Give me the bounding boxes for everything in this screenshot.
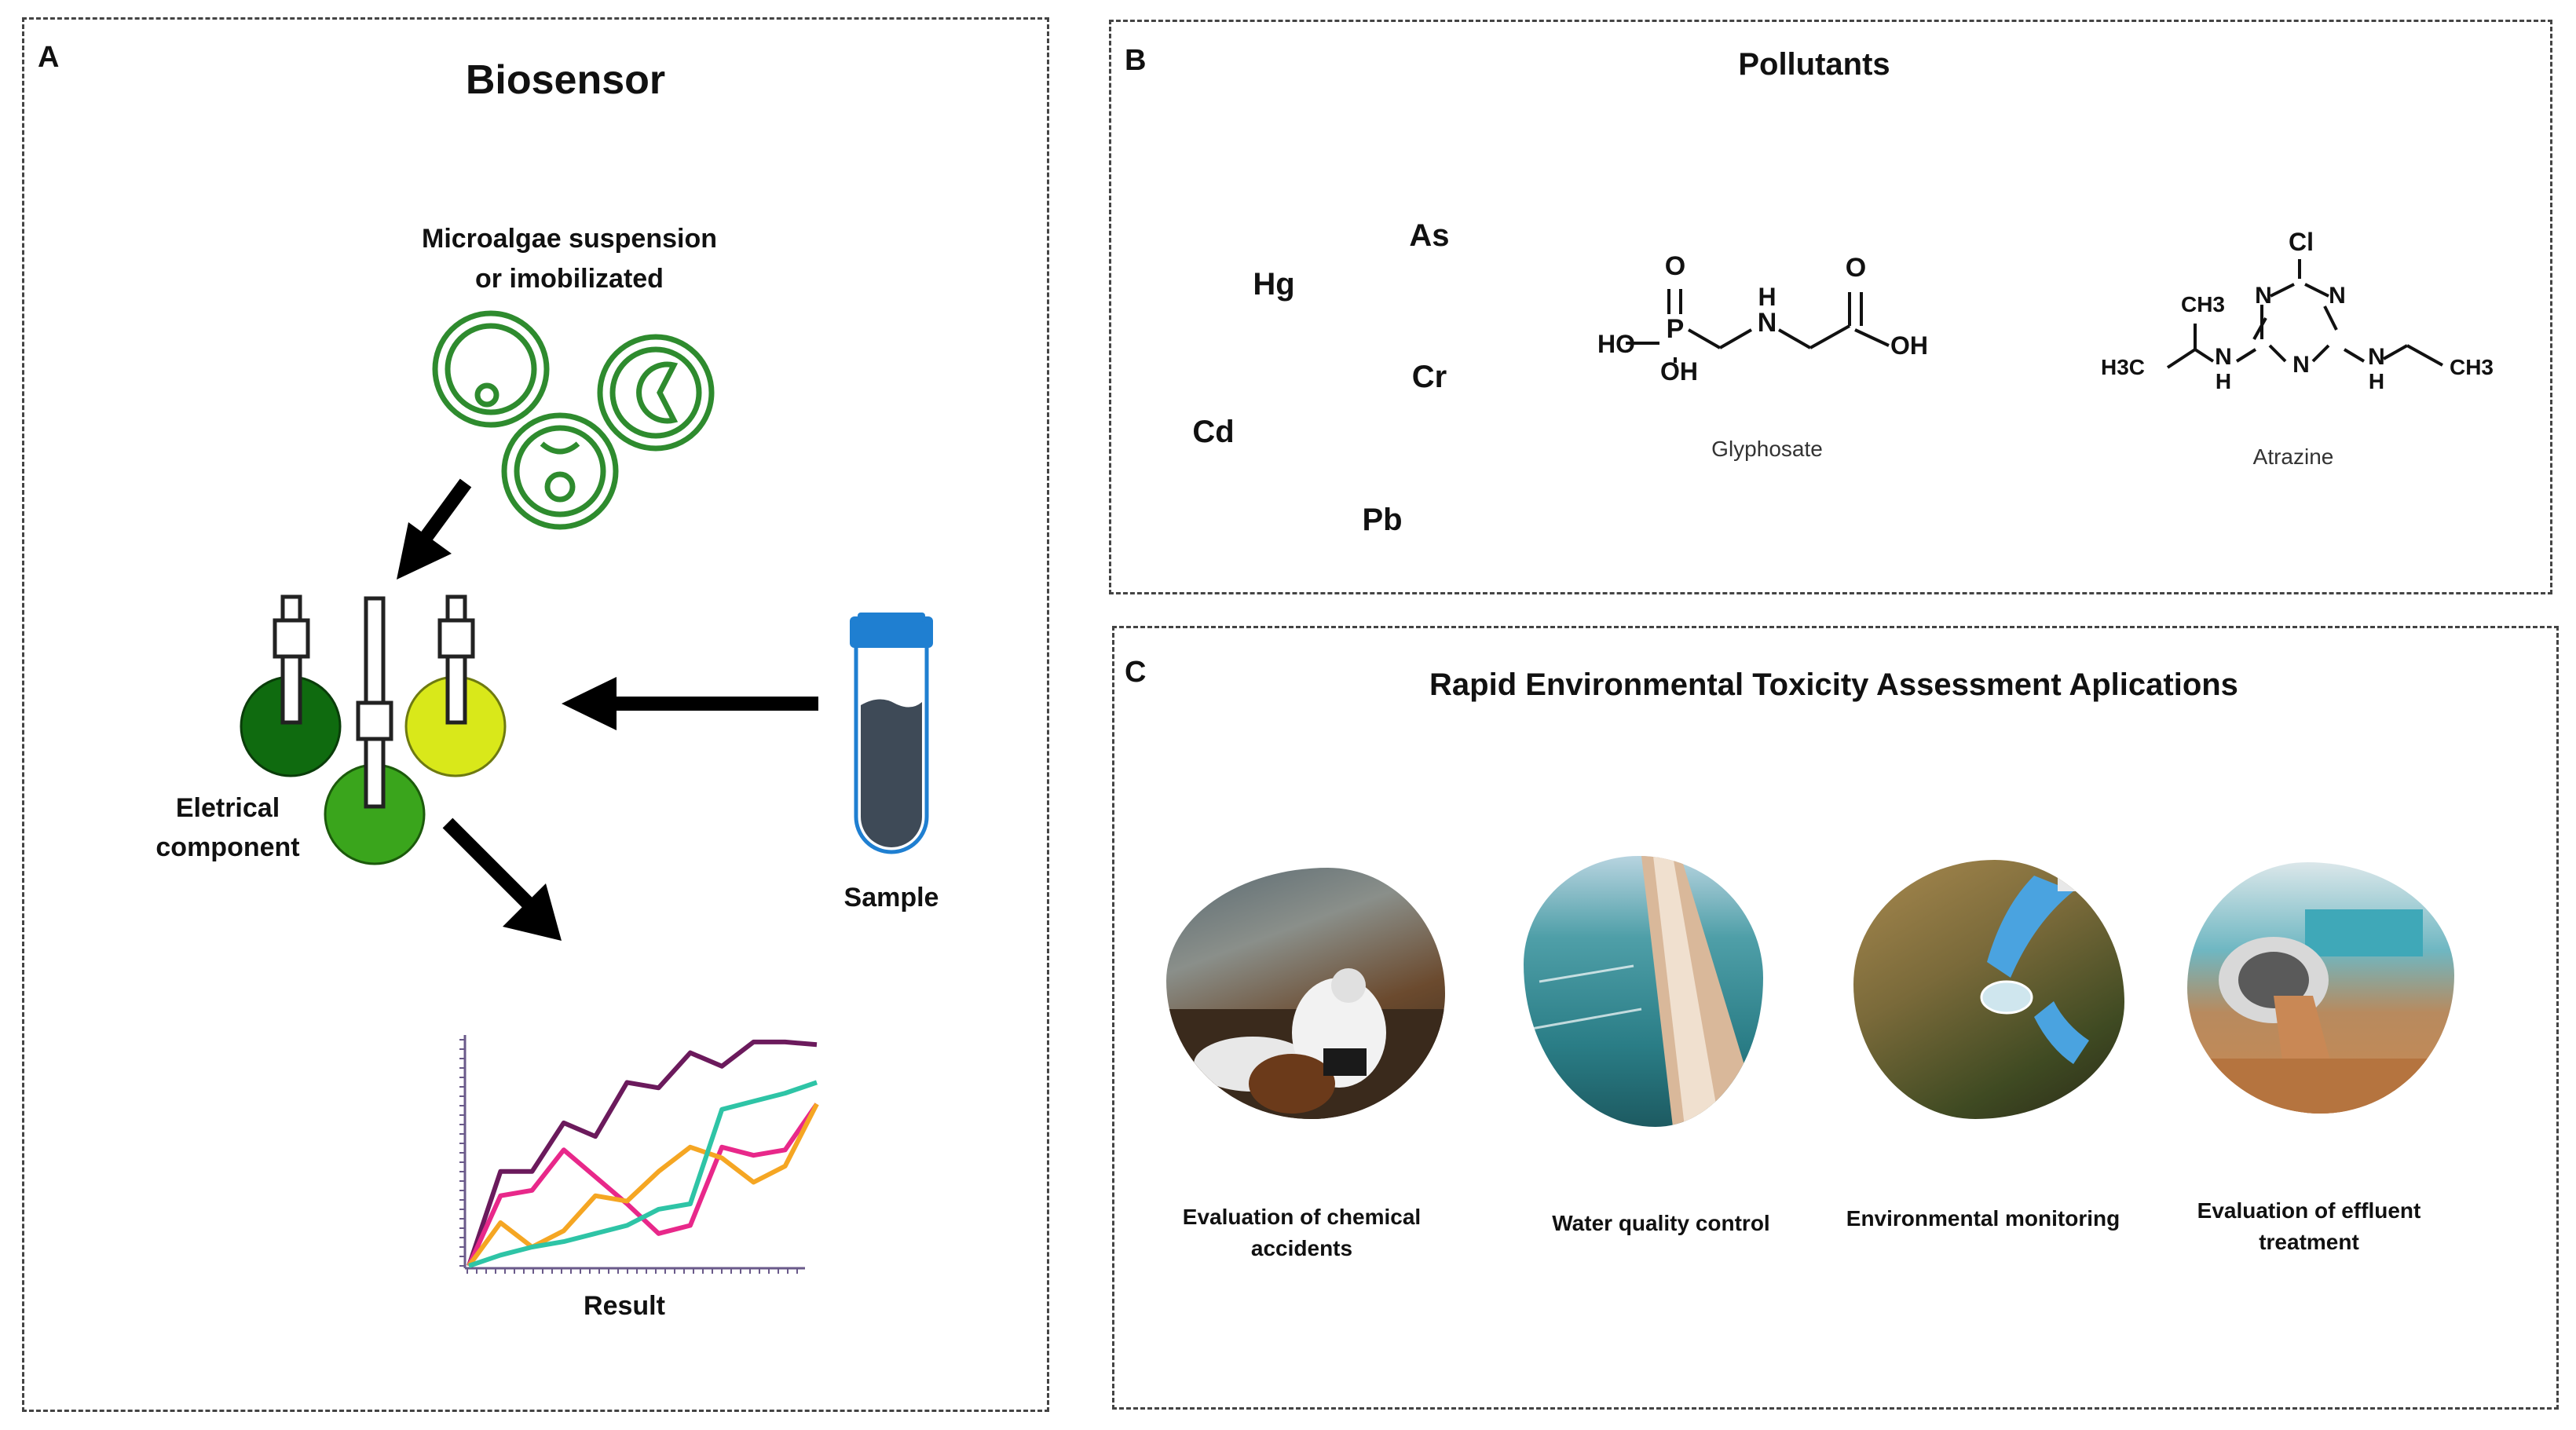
microalgae-label-line2: or imobilizated	[475, 264, 664, 294]
soil-sampling-photo	[1853, 860, 2124, 1119]
atrazine-caption: Atrazine	[2252, 444, 2334, 469]
application-label-environmental-monitoring: Environmental monitoring	[1846, 1206, 2120, 1231]
electrical-component-label-line2: component	[156, 832, 300, 862]
element-pb: Pb	[1362, 503, 1403, 537]
glyphosate-atom-o-carboxyl: O	[1845, 253, 1867, 283]
panel-b-pollutants	[1109, 20, 2552, 594]
application-label-water-quality: Water quality control	[1552, 1211, 1770, 1235]
result-chart-axes	[463, 1035, 805, 1270]
microalgae-cell-icon	[597, 334, 715, 452]
glyphosate-atom-n: N	[1757, 308, 1777, 338]
panel-c-letter: C	[1125, 656, 1147, 689]
glyphosate-atom-p: P	[1666, 314, 1685, 344]
chemical-accident-photo	[1166, 868, 1445, 1119]
panel-b-letter: B	[1125, 44, 1147, 77]
atrazine-atom-n-amine-right: N	[2368, 344, 2385, 370]
element-as: As	[1409, 218, 1450, 253]
result-chart-x-ticks	[467, 1268, 798, 1274]
application-label-effluent-treatment: Evaluation of effluent treatment	[2197, 1198, 2421, 1254]
microalgae-label-line1: Microalgae suspension	[422, 224, 717, 254]
atrazine-atom-n-amine-left: N	[2215, 344, 2232, 370]
glyphosate-atom-oh-bottom: OH	[1660, 357, 1698, 386]
result-series-line	[468, 1080, 818, 1268]
electrode-green-icon	[324, 596, 426, 865]
sample-label: Sample	[843, 883, 939, 912]
arrow-cells-to-electrodes-icon	[397, 478, 472, 580]
panel-a-title: Biosensor	[465, 57, 666, 103]
arrow-sample-to-electrodes-icon	[562, 677, 818, 730]
result-series-line	[467, 1103, 819, 1267]
panel-a-biosensor	[22, 17, 1049, 1412]
glyphosate-atom-o: O	[1664, 251, 1686, 281]
panel-c-title: Rapid Environmental Toxicity Assessment …	[1429, 667, 2238, 702]
soil-sampling-scene	[1980, 860, 2113, 1064]
atrazine-methyl-top: CH3	[2180, 292, 2225, 316]
result-chart-lines	[467, 1039, 819, 1268]
result-series-line	[467, 1039, 818, 1267]
atrazine-methyl-left: H3C	[2100, 355, 2145, 379]
atrazine-atom-cl: Cl	[2289, 228, 2314, 256]
result-chart-y-ticks	[459, 1039, 465, 1267]
panel-b-title: Pollutants	[1738, 47, 1890, 82]
element-hg: Hg	[1253, 267, 1295, 302]
atrazine-atom-h-right: H	[2368, 369, 2385, 393]
microalgae-cell-icon	[501, 412, 619, 530]
element-cr: Cr	[1411, 360, 1447, 394]
sample-tube-icon	[850, 613, 933, 854]
application-label-chemical-accidents: Evaluation of chemical accidents	[1182, 1205, 1422, 1260]
electrode-dark-icon	[240, 594, 342, 777]
glyphosate-caption: Glyphosate	[1711, 437, 1823, 461]
atrazine-methyl-right: CH3	[2449, 355, 2494, 379]
microalgae-cell-icon	[432, 310, 550, 428]
result-label: Result	[584, 1291, 665, 1321]
glyphosate-atom-h: H	[1758, 283, 1776, 311]
atrazine-atom-n-ring-right: N	[2329, 283, 2346, 309]
panel-c-applications	[1112, 626, 2559, 1410]
water-treatment-photo	[1524, 856, 1763, 1127]
arrow-electrodes-to-result-icon	[442, 817, 562, 941]
atrazine-atom-h-left: H	[2215, 369, 2232, 393]
water-treatment-scene	[1531, 856, 1763, 1127]
electrode-yellow-icon	[404, 594, 507, 777]
electrical-component-label-line1: Eletrical	[175, 793, 280, 823]
glyphosate-atom-ho: HO	[1597, 330, 1635, 358]
atrazine-atom-n-ring-left: N	[2255, 283, 2272, 309]
panel-a-letter: A	[38, 41, 60, 74]
element-cd: Cd	[1192, 415, 1235, 449]
atrazine-atom-n-ring-bottom: N	[2292, 352, 2310, 378]
glyphosate-atom-oh-carboxyl: OH	[1890, 331, 1928, 360]
effluent-pipe-photo	[2187, 862, 2454, 1114]
